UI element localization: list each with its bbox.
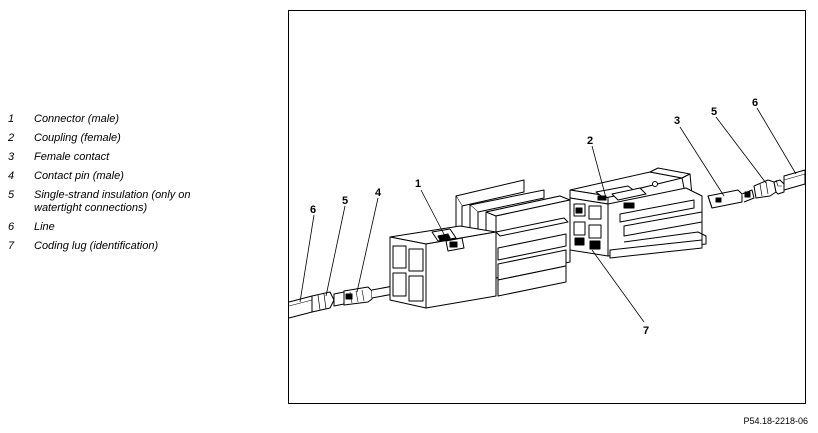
male-connector [389,179,571,309]
callout-4: 4 [375,187,382,199]
callout-5-right: 5 [711,106,717,118]
leader-6-left [299,214,315,303]
figure-reference: P54.18-2218-06 [743,416,808,426]
leader-5-right [715,116,767,184]
legend-item-5: 5 Single-strand insulation (only on wate… [8,189,278,215]
legend-number: 2 [8,132,15,144]
legend-text: Coupling (female) [34,132,121,144]
leader-6-right [756,107,797,175]
callout-2: 2 [587,135,593,147]
leader-2 [591,145,607,199]
right-insulation [753,179,785,199]
callout-5-left: 5 [342,195,348,207]
female-contact [707,189,755,209]
left-insulation [311,291,345,313]
legend-text: Line [34,221,55,233]
legend-number: 7 [8,240,15,252]
legend-text: Coding lug (identification) [34,240,159,252]
legend-text: Contact pin (male) [34,170,124,182]
legend-item-4: 4 Contact pin (male) [8,170,278,183]
leader-5-left [325,205,346,297]
legend-text: Single-strand insulation (only on watert… [34,189,191,214]
legend-item-1: 1 Connector (male) [8,113,278,126]
legend-item-3: 3 Female contact [8,151,278,164]
leader-1 [420,189,447,239]
legend-number: 4 [8,170,15,182]
callout-6-left: 6 [310,204,316,216]
legend-item-6: 6 Line [8,221,278,234]
legend-number: 3 [8,151,15,163]
legend-number: 6 [8,221,15,233]
callout-1: 1 [415,178,421,190]
legend-number: 1 [8,113,15,125]
legend: 1 Connector (male) 2 Coupling (female) 3… [8,113,278,259]
leader-3 [679,126,725,197]
callout-7: 7 [643,325,649,337]
legend-item-2: 2 Coupling (female) [8,132,278,145]
legend-text: Female contact [34,151,110,163]
leader-7 [591,249,645,323]
callout-3: 3 [674,115,680,127]
female-coupling [569,167,707,259]
leader-4 [356,197,379,293]
legend-number: 5 [8,189,15,201]
callout-6-right: 6 [752,97,758,109]
legend-item-7: 7 Coding lug (identification) [8,240,278,253]
leader-lines [299,107,797,323]
legend-text: Connector (male) [34,113,119,125]
diagram-frame [288,10,806,404]
right-line [783,169,806,191]
